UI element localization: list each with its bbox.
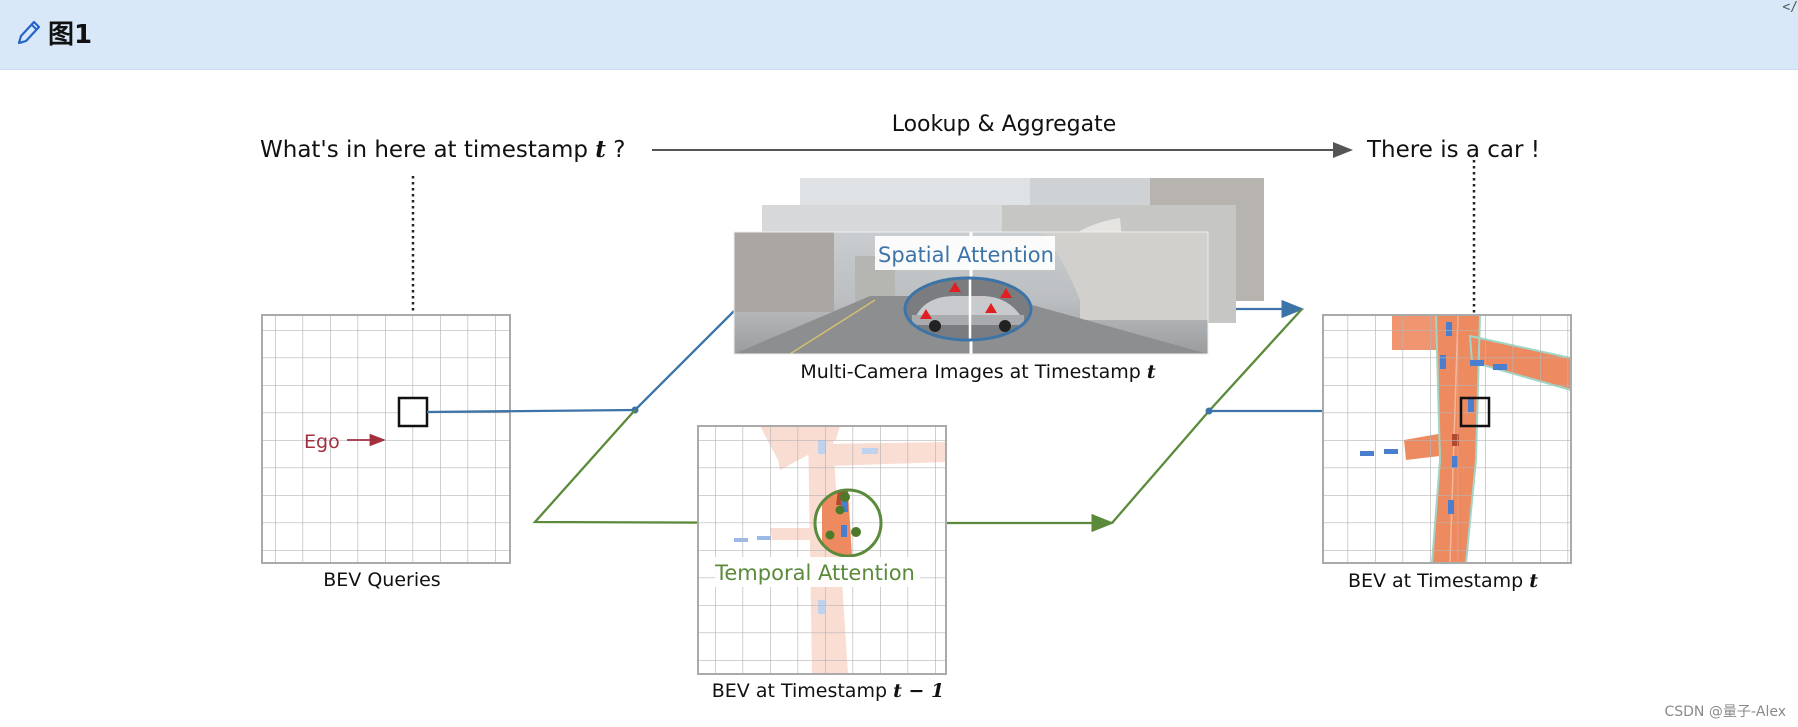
- query-to-split-line: [426, 408, 636, 414]
- bev-prev-grid: [697, 425, 947, 675]
- query-question: What's in here at timestamp t ?: [260, 136, 625, 163]
- code-tag[interactable]: </: [1782, 0, 1798, 15]
- temporal-label-bg: [715, 557, 920, 587]
- spatial-attention-region: [903, 276, 1033, 342]
- page-header: 图1 </: [0, 0, 1798, 70]
- merge-node: [1205, 407, 1213, 415]
- page-title: 图1: [48, 20, 93, 50]
- answer-text: There is a car !: [1366, 137, 1540, 163]
- pencil-icon[interactable]: [14, 18, 42, 48]
- bev-queries-caption: BEV Queries: [323, 569, 440, 591]
- bev-now-grid: [1322, 314, 1572, 564]
- answer-cell: [1459, 396, 1491, 428]
- temporal-attention-label: Temporal Attention: [714, 561, 915, 585]
- temporal-attention-region: [813, 488, 883, 558]
- bev-now-caption: BEV at Timestamp t: [1348, 570, 1538, 592]
- spatial-attention-label: Spatial Attention: [878, 243, 1054, 267]
- ego-label: Ego: [304, 431, 340, 453]
- multi-camera-caption: Multi-Camera Images at Timestamp t: [800, 361, 1156, 383]
- bev-prev-caption: BEV at Timestamp t − 1: [712, 680, 944, 702]
- watermark: CSDN @量子-Alex: [1664, 704, 1786, 720]
- query-cell: [397, 396, 429, 428]
- bev-queries-grid: Ego: [261, 314, 511, 564]
- spatial-label-bg: [875, 236, 1055, 270]
- lookup-aggregate-label: Lookup & Aggregate: [892, 112, 1117, 137]
